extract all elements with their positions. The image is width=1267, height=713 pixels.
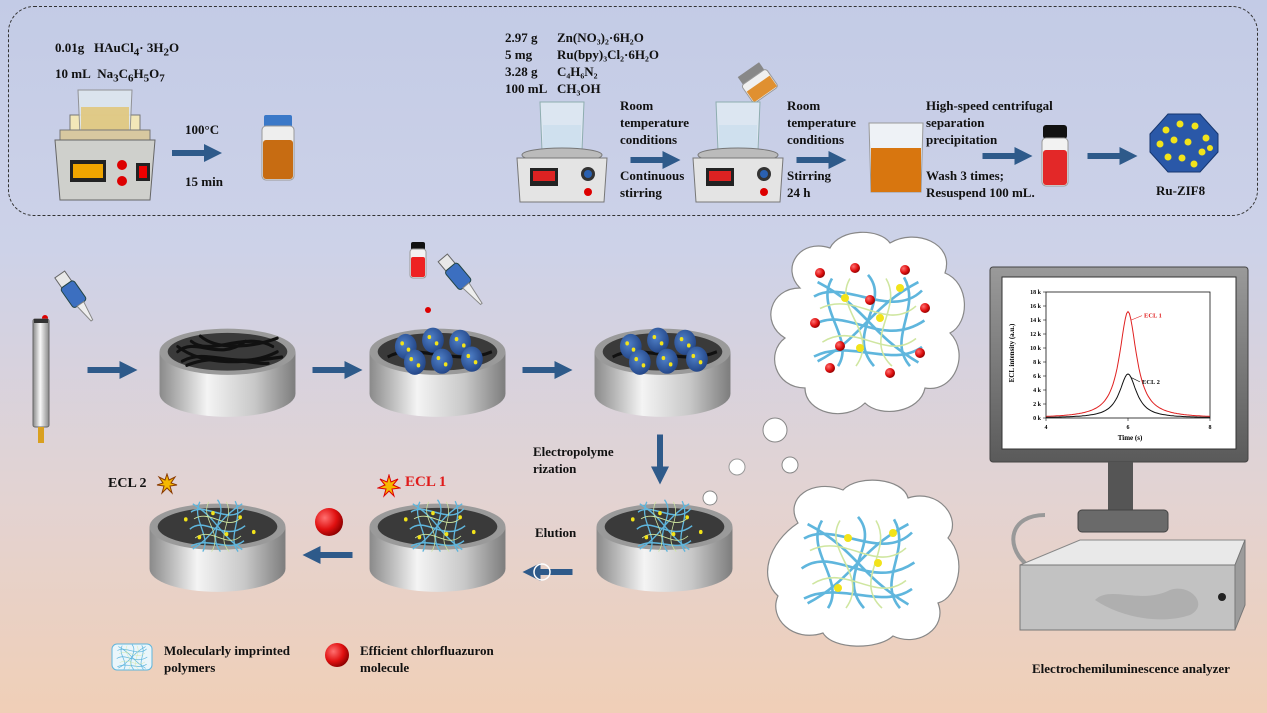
magnetic-stirrer-1-icon xyxy=(516,101,608,203)
thought-bubbles-1 xyxy=(762,417,799,474)
electrode-bare-icon xyxy=(155,315,300,420)
mip-cloud-icon xyxy=(767,479,960,647)
legend-mip-label-a: Molecularly imprinted xyxy=(164,643,291,658)
electrode-eluted-icon xyxy=(365,498,510,595)
orange-beaker-icon xyxy=(868,122,924,193)
legend-mip-icon xyxy=(110,640,154,672)
chart-y-tick-label: 2 k xyxy=(1033,402,1042,408)
ecl-chart: 0 k 2 k 4 k 6 k 8 k 10 k 12 k 14 k 16 k 18 k 4 6 8 E… xyxy=(1008,290,1212,442)
gold-time: 15 min xyxy=(185,174,223,189)
arrow-step3 xyxy=(794,150,849,170)
step1-label-b: temperature xyxy=(620,115,690,130)
elution-label: Elution xyxy=(535,525,577,540)
mof-cloud-icon xyxy=(770,231,965,415)
chart-y-tick-label: 8 k xyxy=(1033,360,1042,366)
chart-x-tick-label: 4 xyxy=(1045,425,1048,431)
chart-x-tick-label: 6 xyxy=(1127,425,1130,431)
starburst-ecl2-icon xyxy=(156,473,178,495)
chart-y-tick-label: 14 k xyxy=(1030,318,1042,324)
legend-mip-label-b: polymers xyxy=(164,660,216,675)
legend-molecule-label-a: Efficient chlorfluazuron xyxy=(360,643,494,658)
arrow-electrode-3 xyxy=(520,360,575,380)
step3-label-e: Resuspend 100 mL. xyxy=(926,185,1035,200)
bubble-small-2 xyxy=(728,458,746,476)
gold-reagent-line1: 0.01g HAuCl4· 3H2O xyxy=(55,40,180,59)
step3-label-d: Wash 3 times; xyxy=(926,168,1004,183)
chart-series-label: ECL 2 xyxy=(1142,379,1160,386)
hotplate-beaker-gold-icon xyxy=(54,89,156,201)
chart-label-leader xyxy=(1130,377,1141,383)
arrow-electrode-1 xyxy=(85,360,140,380)
electropolymerization-label-a: Electropolyme xyxy=(533,444,614,459)
chart-series: ECL 1 ECL 2 xyxy=(1045,310,1211,418)
step1-label-c: conditions xyxy=(620,132,678,147)
electrode-rod-icon xyxy=(32,318,50,443)
electrode-mof-2-icon xyxy=(590,327,735,420)
gold-temp: 100°C xyxy=(185,122,220,137)
magnetic-stirrer-2-icon xyxy=(692,101,784,203)
step2-label-e: 24 h xyxy=(787,185,811,200)
pouring-vial-icon xyxy=(737,62,778,102)
chart-y-tick-label: 12 k xyxy=(1030,332,1042,338)
gold-reagent-line2: 10 mL Na3C6H5O7 xyxy=(55,66,165,85)
arrow-step2 xyxy=(628,150,683,170)
step2-label-a: Room xyxy=(787,98,821,113)
chart-y-tick-label: 16 k xyxy=(1030,304,1042,310)
thought-bubble-2 xyxy=(702,490,718,506)
chlorfluazuron-molecule-icon xyxy=(315,508,343,536)
ru-zif8-label: Ru-ZIF8 xyxy=(1156,183,1206,198)
chart-series-line xyxy=(1046,373,1210,418)
electrode-mip-icon xyxy=(592,498,737,595)
ecl2-label: ECL 2 xyxy=(108,476,147,491)
step3-label-c: precipitation xyxy=(926,132,998,147)
chart-y-tick-label: 10 k xyxy=(1030,346,1042,352)
chart-y-tick-label: 18 k xyxy=(1030,290,1042,296)
analyzer-box-icon xyxy=(1011,513,1246,631)
pipette-2-icon xyxy=(425,253,483,313)
arrow-down xyxy=(650,432,670,487)
step1-label-e: stirring xyxy=(620,185,662,200)
arrow-rebind xyxy=(300,545,355,565)
monitor-icon xyxy=(989,266,1249,533)
chart-y-tick-label: 0 k xyxy=(1033,416,1042,422)
step3-label-a: High-speed centrifugal xyxy=(926,98,1053,113)
chart-y-axis-label: ECL intensity (a.u.) xyxy=(1008,323,1016,382)
ru-zif8-crystal-icon xyxy=(1149,113,1219,173)
step1-label-d: Continuous xyxy=(620,168,685,183)
synthesis-panel xyxy=(8,6,1258,216)
step2-label-b: temperature xyxy=(787,115,857,130)
ecl1-label: ECL 1 xyxy=(405,474,447,490)
step2-label-c: conditions xyxy=(787,132,845,147)
pipette-1-icon xyxy=(42,270,94,322)
chart-label-leader xyxy=(1130,315,1143,321)
chart-axes: 0 k 2 k 4 k 6 k 8 k 10 k 12 k 14 k 16 k 18 k 4 6 8 xyxy=(1030,290,1211,431)
step1-label-a: Room xyxy=(620,98,654,113)
chart-x-axis-label: Time (s) xyxy=(1118,434,1143,442)
bubble-small-1 xyxy=(533,563,551,581)
step3-label-b: separation xyxy=(926,115,985,130)
chart-y-tick-label: 4 k xyxy=(1033,388,1042,394)
legend-molecule-icon xyxy=(325,643,349,667)
arrow-step1 xyxy=(172,143,222,163)
electrode-mof-icon xyxy=(365,327,510,420)
arrow-step5 xyxy=(1085,146,1140,166)
electropolymerization-label-b: rization xyxy=(533,461,577,476)
analyzer-label: Electrochemiluminescence analyzer xyxy=(1032,661,1230,676)
chart-series-label: ECL 1 xyxy=(1144,313,1162,320)
legend-molecule-label-b: molecule xyxy=(360,660,410,675)
electrode-bound-icon xyxy=(145,498,290,595)
chart-series-line xyxy=(1045,310,1211,417)
red-vial-icon xyxy=(1041,125,1069,187)
mof-vial-icon xyxy=(409,242,427,279)
chart-x-tick-label: 8 xyxy=(1209,425,1212,431)
gold-vial-icon xyxy=(261,115,295,181)
starburst-ecl1-icon xyxy=(377,474,401,498)
chart-y-tick-label: 6 k xyxy=(1033,374,1042,380)
arrow-step4 xyxy=(980,146,1035,166)
step2-label-d: Stirring xyxy=(787,168,832,183)
arrow-electrode-2 xyxy=(310,360,365,380)
